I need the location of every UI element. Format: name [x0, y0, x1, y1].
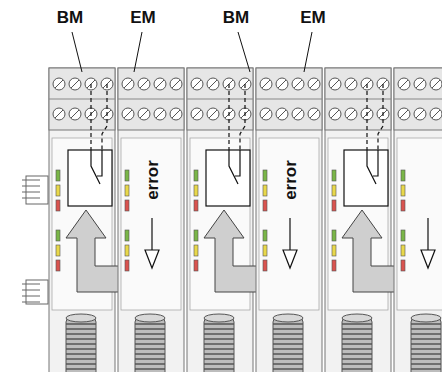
extension-module	[394, 68, 442, 372]
module-label: BM	[223, 9, 249, 26]
leader-line	[238, 32, 250, 72]
module-label: EM	[300, 9, 326, 26]
extension-module	[118, 68, 184, 372]
module-label: BM	[57, 9, 83, 26]
leader-line	[72, 32, 82, 72]
module-label: EM	[130, 9, 156, 26]
extension-module	[256, 68, 322, 372]
leader-line	[304, 32, 312, 72]
rail-connector	[22, 176, 48, 204]
signal-label: error	[144, 160, 161, 200]
signal-label: error	[282, 160, 299, 200]
leader-line	[134, 32, 142, 72]
rail-connector	[22, 280, 48, 304]
